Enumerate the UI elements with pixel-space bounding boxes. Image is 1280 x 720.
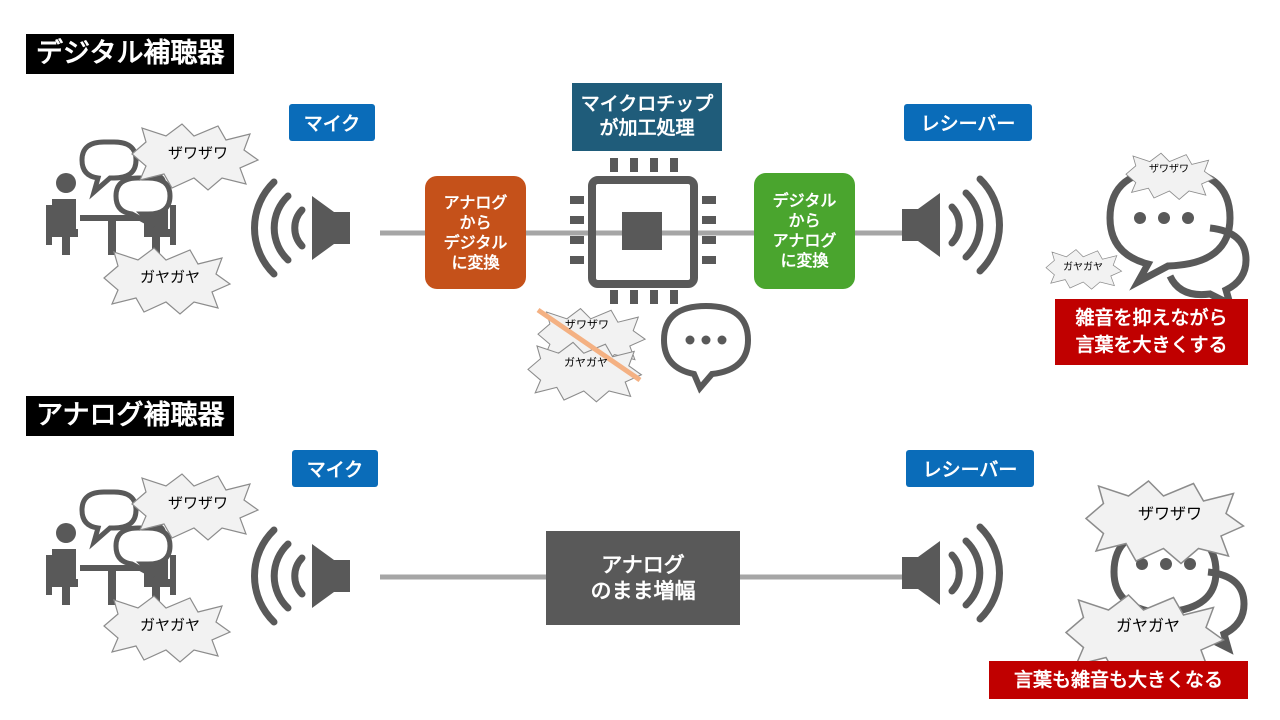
analog-section-title: アナログ補聴器 [26, 396, 235, 436]
noise-text: ザワザワ [167, 494, 228, 512]
analog-to-digital-box: アナログ から デジタル に変換 [425, 176, 526, 289]
digital-result-label: 雑音を抑えながら 言葉を大きくする [1055, 299, 1248, 365]
noise-text: ザワザワ [167, 144, 228, 162]
speech-bubble-icon [660, 302, 752, 394]
mic-label: マイク [289, 104, 375, 141]
strike-line [536, 307, 642, 383]
noise-text: ガヤガヤ [1115, 616, 1180, 635]
digital-to-analog-box: デジタル から アナログ に変換 [754, 173, 855, 289]
noise-text: ガヤガヤ [564, 356, 608, 369]
analog-result-label: 言葉も雑音も大きくなる [989, 661, 1248, 699]
noise-text: ガヤガヤ [1063, 262, 1103, 273]
receiver-label: レシーバー [904, 104, 1032, 141]
chat-bubbles-icon [79, 139, 173, 229]
speaker-icon [902, 179, 1000, 271]
noise-text: ガヤガヤ [139, 268, 200, 286]
noise-text: ガヤガヤ [139, 616, 200, 634]
speaker-icon [902, 527, 1000, 619]
speech-bubble-icon [1106, 166, 1250, 311]
microphone-icon [254, 182, 350, 274]
noise-text: ザワザワ [565, 318, 609, 331]
noise-text: ザワザワ [1149, 164, 1189, 175]
analog-amplify-box: アナログ のまま増幅 [546, 531, 740, 625]
microchip-icon [570, 158, 716, 304]
chip-processing-label: マイクロチップ が加工処理 [572, 83, 722, 151]
mic-label: マイク [292, 450, 378, 487]
noise-text: ザワザワ [1137, 504, 1202, 523]
receiver-label: レシーバー [906, 450, 1034, 487]
chat-bubbles-icon [79, 489, 173, 579]
microphone-icon [254, 530, 350, 622]
digital-section-title: デジタル補聴器 [26, 34, 235, 74]
